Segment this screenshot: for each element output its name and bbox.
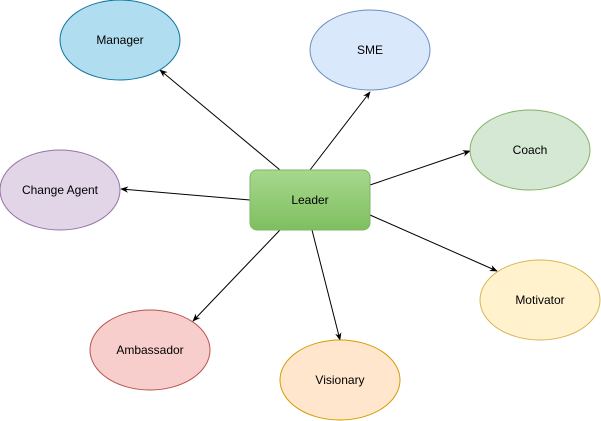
node-leader[interactable]: Leader [249, 169, 371, 231]
ambassador-ellipse [89, 309, 211, 391]
node-visionary[interactable]: Visionary [279, 339, 401, 421]
edge-leader-to-ambassador [192, 229, 281, 322]
coach-ellipse [469, 109, 591, 191]
edge-leader-to-coach [369, 150, 471, 186]
node-sme[interactable]: SME [309, 9, 431, 91]
edge-leader-to-visionary [311, 229, 342, 341]
motivator-ellipse [479, 259, 601, 341]
manager-label: Manager [96, 33, 143, 47]
motivator-label: Motivator [515, 293, 564, 307]
node-coach[interactable]: Coach [469, 109, 591, 191]
node-change-agent[interactable]: Change Agent [0, 149, 121, 231]
leader-box [249, 169, 371, 231]
edge-leader-to-motivator [369, 214, 498, 272]
manager-ellipse [59, 0, 181, 81]
change-agent-label: Change Agent [22, 183, 99, 197]
sme-label: SME [357, 43, 383, 57]
edge-leader-to-sme [309, 91, 371, 171]
visionary-ellipse [279, 339, 401, 421]
edge-leader-to-manager [159, 69, 281, 171]
sme-ellipse [309, 9, 431, 91]
visionary-label: Visionary [315, 373, 364, 387]
node-motivator[interactable]: Motivator [479, 259, 601, 341]
change-agent-ellipse [0, 149, 121, 231]
node-ambassador[interactable]: Ambassador [89, 309, 211, 391]
edges [120, 69, 498, 341]
leader-label: Leader [291, 193, 328, 207]
edge-leader-to-change-agent [120, 186, 251, 201]
node-manager[interactable]: Manager [59, 0, 181, 81]
coach-label: Coach [513, 143, 548, 157]
ambassador-label: Ambassador [116, 343, 183, 357]
